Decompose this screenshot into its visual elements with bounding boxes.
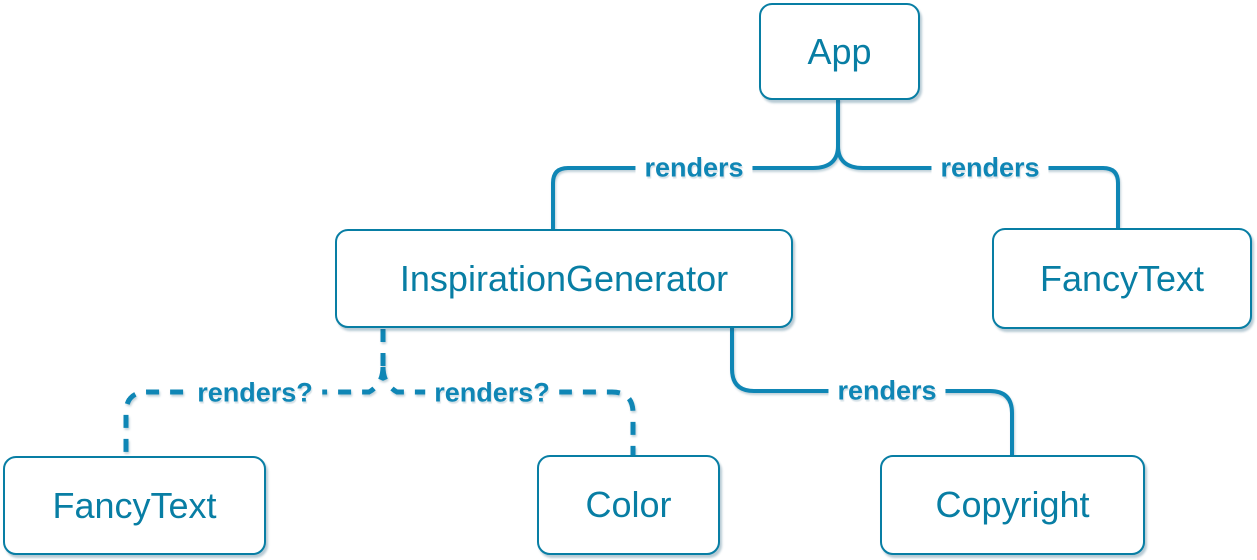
edge-label-renders-copyright: renders (828, 375, 946, 407)
edge-label-renders-fancytext: renders (931, 152, 1049, 184)
edge-label-renders-maybe-fancytext: renders? (188, 377, 322, 409)
edge-inspirationgenerator-to-color-dashed (380, 366, 636, 456)
edge-inspirationgenerator-to-fancytext-dashed (123, 366, 386, 457)
node-copyright: Copyright (880, 455, 1145, 555)
node-color: Color (537, 455, 720, 555)
edge-app-to-fancytext (836, 144, 1120, 231)
node-fancy-text-bottom-label: FancyText (52, 484, 217, 526)
node-fancy-text-top: FancyText (992, 228, 1252, 329)
node-fancy-text-top-label: FancyText (1039, 257, 1205, 299)
node-copyright-label: Copyright (935, 484, 1090, 525)
edge-label-renders-maybe-color: renders? (425, 377, 559, 409)
node-inspiration-generator-label: InspirationGenerator (399, 257, 729, 299)
node-app-label: App (807, 30, 872, 72)
node-fancy-text-bottom: FancyText (3, 456, 266, 555)
edge-label-renders-inspirationgenerator: renders (635, 152, 753, 184)
node-app: App (759, 3, 920, 100)
node-inspiration-generator: InspirationGenerator (335, 229, 793, 328)
node-color-label: Color (585, 484, 672, 525)
